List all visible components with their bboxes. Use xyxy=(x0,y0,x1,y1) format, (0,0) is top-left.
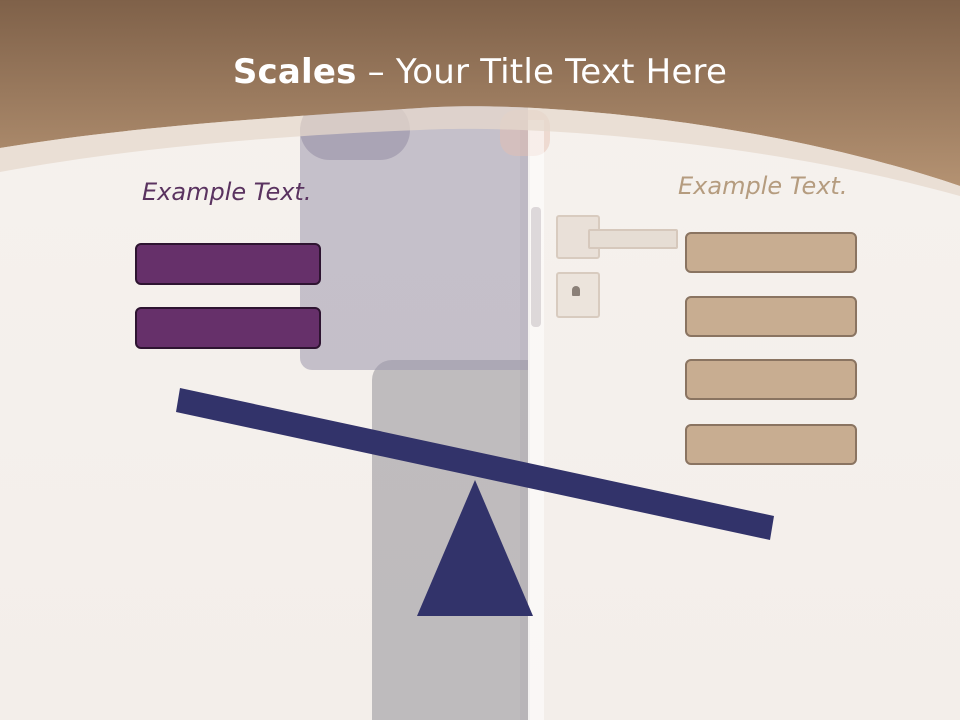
keyhole-icon xyxy=(572,286,580,296)
person-legs-photo xyxy=(372,360,528,720)
slide-title: Scales – Your Title Text Here xyxy=(0,52,960,92)
title-rest: – Your Title Text Here xyxy=(356,52,728,92)
right-box-1 xyxy=(685,232,857,273)
door-latch xyxy=(531,207,541,327)
right-box-3 xyxy=(685,359,857,400)
left-box-2 xyxy=(135,307,321,349)
right-box-4 xyxy=(685,424,857,465)
right-box-2 xyxy=(685,296,857,337)
right-heading: Example Text. xyxy=(678,172,848,200)
left-box-1 xyxy=(135,243,321,285)
title-bold: Scales xyxy=(232,52,357,92)
header-band xyxy=(0,0,960,196)
left-heading: Example Text. xyxy=(142,178,312,206)
door-handle-lever xyxy=(588,229,678,249)
